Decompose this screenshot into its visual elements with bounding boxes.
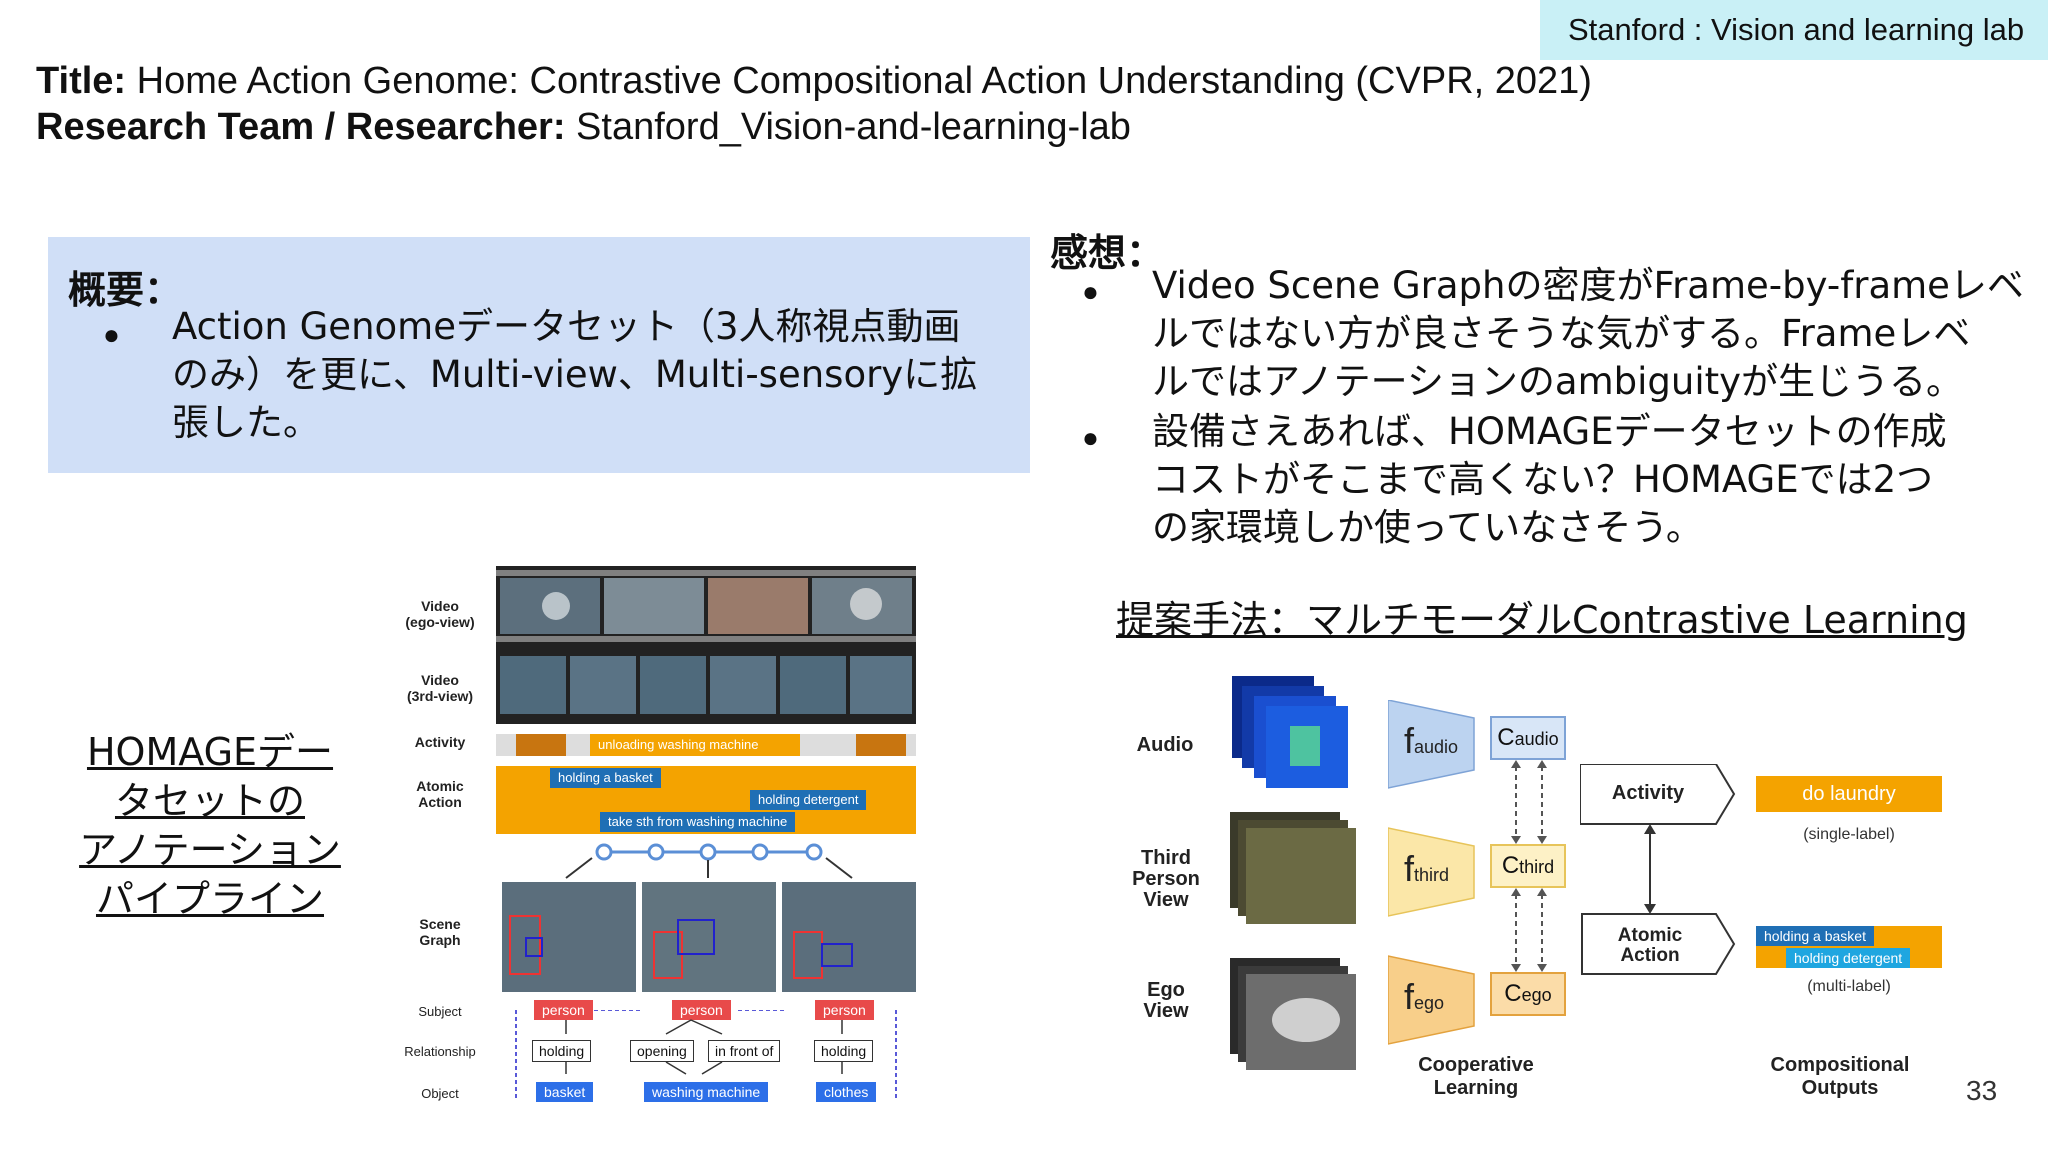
impression-line: ルではない方が良さそうな気がする。Frameレベ: [1152, 312, 1971, 355]
activity-output: do laundry: [1756, 776, 1942, 812]
impression-bullet-1: Video Scene Graphの密度がFrame-by-frameレベ ルで…: [1152, 262, 2042, 406]
encoder-third: fthird: [1404, 848, 1450, 889]
activity-segment: [590, 734, 800, 756]
bullet-icon: ●: [103, 319, 120, 350]
caption-line: HOMAGEデー: [86, 730, 334, 774]
label-object: Object: [421, 1086, 459, 1101]
impression-line: コストがそこまで高くない？HOMAGEでは2つ: [1152, 458, 1934, 501]
atomic-note: (multi-label): [1807, 978, 1891, 995]
impression-line: ルではアノテーションのambiguityが生じうる。: [1152, 360, 1964, 403]
annotation-caption: HOMAGEデー タセットの アノテーション パイプライン: [60, 728, 360, 924]
pipeline-figure: Video(ego-view) Video(3rd-view) Activity…: [390, 566, 920, 1126]
label-video-3rd: Video(3rd-view): [406, 672, 474, 704]
subject-tag: person: [672, 1000, 731, 1020]
atomic-tag: holding detergent: [750, 790, 867, 810]
video-strips: [496, 566, 916, 724]
encoder-audio: faudio: [1404, 720, 1459, 761]
subject-tag: person: [815, 1000, 874, 1020]
team-line: Research Team / Researcher: Stanford_Vis…: [36, 106, 1131, 149]
activity-note: (single-label): [1803, 826, 1895, 843]
label-subject: Subject: [418, 1004, 462, 1019]
relationship-box: holding: [532, 1040, 592, 1062]
activity-tag: unloading washing machine: [598, 737, 759, 752]
title-value: Home Action Genome: Contrastive Composit…: [136, 60, 1592, 102]
impression-line: の家環境しか使っていなさそう。: [1152, 506, 1703, 549]
relationship-box: opening: [630, 1040, 694, 1062]
summary-line: Action Genomeデータセット（3人称視点動画: [172, 305, 961, 348]
summary-heading: 概要：: [68, 268, 183, 312]
classifier-audio: Caudio: [1490, 716, 1566, 760]
relationship-box: holding: [814, 1040, 874, 1062]
label-activity: Activity: [414, 734, 466, 750]
impression-bullet-2: 設備さえあれば、HOMAGEデータセットの作成 コストがそこまで高くない？HOM…: [1152, 408, 2042, 552]
team-label: Research Team / Researcher:: [36, 106, 566, 148]
encoders: [1388, 700, 1475, 1045]
summary-box: 概要： ● Action Genomeデータセット（3人称視点動画 のみ）を更に…: [48, 237, 1030, 473]
atomic-tag: take sth from washing machine: [600, 812, 796, 832]
summary-bullet: Action Genomeデータセット（3人称視点動画 のみ）を更に、Multi…: [172, 303, 1012, 447]
object-tag: clothes: [816, 1082, 877, 1102]
atomic-output-tag: holding detergent: [1786, 948, 1911, 968]
team-value: Stanford_Vision-and-learning-lab: [576, 106, 1131, 148]
object-tag: basket: [536, 1082, 594, 1102]
activity-box[interactable]: Activity: [1611, 782, 1685, 804]
bullet-icon: ●: [1082, 276, 1099, 307]
classifier-ego: Cego: [1490, 972, 1566, 1016]
atomic-output-tag: holding a basket: [1756, 926, 1874, 946]
scene-frames: [502, 882, 916, 992]
title-line: Title: Home Action Genome: Contrastive C…: [36, 60, 1592, 103]
method-title: 提案手法：マルチモーダルContrastive Learning: [1116, 598, 1968, 642]
graph-edges: [515, 1010, 897, 1098]
cooperative-arrows: [1511, 760, 1547, 972]
caption-line: パイプライン: [95, 877, 324, 921]
summary-line: 張した。: [172, 401, 320, 444]
summary-line: のみ）を更に、Multi-view、Multi-sensoryに拡: [172, 353, 978, 396]
lab-tag: Stanford : Vision and learning lab: [1540, 0, 2048, 60]
relationship-box: in front of: [708, 1040, 781, 1062]
classifier-third: Cthird: [1490, 844, 1566, 888]
timeline-connector: [565, 843, 853, 879]
task-boxes: [1580, 764, 1736, 975]
encoder-ego: fego: [1404, 976, 1445, 1017]
page-number: 33: [1966, 1075, 1998, 1106]
impression-line: Video Scene Graphの密度がFrame-by-frameレベ: [1152, 264, 2024, 307]
atomic-tag: holding a basket: [550, 768, 661, 788]
impression-line: 設備さえあれば、HOMAGEデータセットの作成: [1152, 410, 1947, 453]
label-video-ego: Video(ego-view): [405, 598, 475, 630]
caption-line: タセットの: [114, 779, 305, 823]
bullet-icon: ●: [1082, 422, 1099, 453]
label-relationship: Relationship: [404, 1044, 476, 1059]
object-tag: washing machine: [644, 1082, 769, 1102]
title-label: Title:: [36, 60, 127, 102]
input-thumbnails: [1230, 676, 1356, 1070]
impressions-heading: 感想：: [1050, 231, 1165, 275]
caption-line: アノテーション: [79, 828, 341, 872]
activity-segment: [856, 734, 906, 756]
label-audio: Audio: [1136, 734, 1194, 756]
activity-segment: [516, 734, 566, 756]
subject-tag: person: [534, 1000, 593, 1020]
